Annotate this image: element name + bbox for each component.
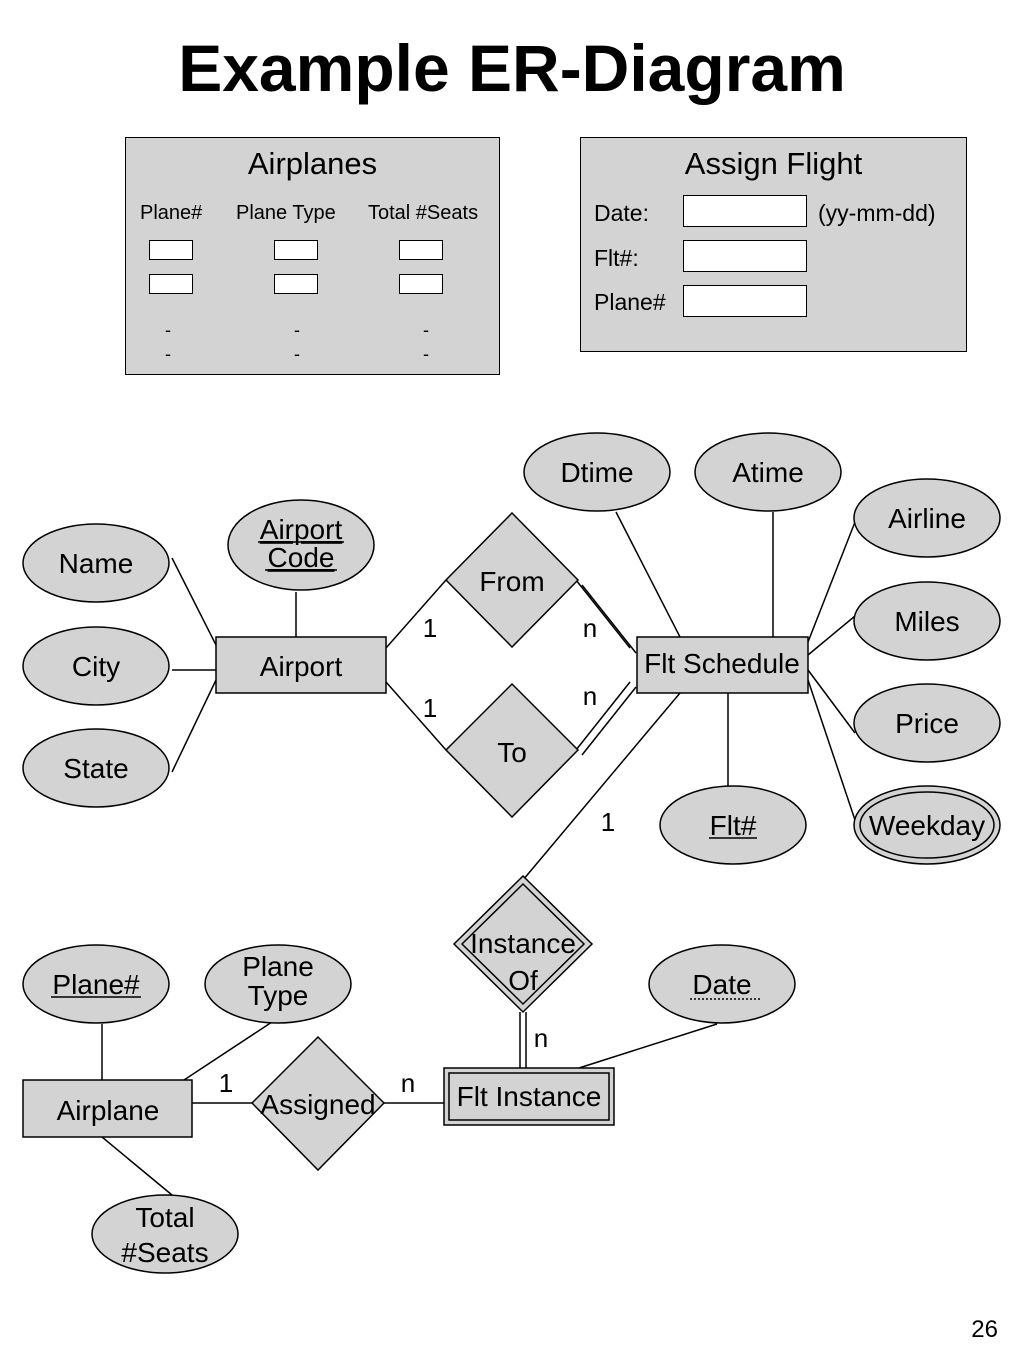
attribute-price: Price [853,683,1001,763]
partial-key-attribute-date: Date [648,944,796,1024]
total-seats-input[interactable] [399,240,443,260]
plane-no-input[interactable] [149,274,193,294]
continuation-dash: - [423,344,429,364]
date-input[interactable] [683,195,807,227]
attribute-date-label: Date [692,969,751,1000]
assign-flight-form: Assign Flight Date: (yy-mm-dd) Flt#: Pla… [580,137,967,352]
relationship-to: To [444,682,580,819]
attribute-airport-code-label-line1: Airport [260,514,343,545]
entity-airplane-label: Airplane [57,1095,160,1126]
attribute-dtime: Dtime [523,432,671,512]
relationship-to-label: To [497,737,527,768]
identifying-relationship-instance-of: Instance Of [452,874,594,1014]
page-number: 26 [971,1316,998,1343]
attribute-plane-type-label-line2: Type [248,980,309,1011]
flt-no-label: Flt#: [594,245,639,271]
plane-type-input[interactable] [274,274,318,294]
entity-airplane: Airplane [22,1079,193,1138]
attribute-atime: Atime [694,432,842,512]
date-format-hint: (yy-mm-dd) [818,200,936,226]
attribute-city-label: City [72,651,120,682]
relationship-assigned-label: Assigned [260,1089,375,1120]
continuation-dash: - [294,344,300,364]
plane-no-label: Plane# [594,289,666,315]
attribute-city: City [22,626,170,706]
attribute-miles-label: Miles [894,606,959,637]
cardinality-airplane-assigned: 1 [219,1068,233,1098]
attribute-price-label: Price [895,708,959,739]
cardinality-to-schedule: n [583,681,597,711]
continuation-dash: - [423,320,429,340]
column-header-plane-type: Plane Type [236,202,336,224]
continuation-dash: - [294,320,300,340]
airplanes-form-title: Airplanes [247,146,378,181]
entity-flt-schedule-label: Flt Schedule [644,648,800,679]
airplanes-form: Airplanes Plane# Plane Type Total #Seats… [125,137,500,375]
attribute-airport-code-label-line2: Code [268,542,335,573]
plane-no-input[interactable] [149,240,193,260]
relationship-from-label: From [479,566,544,597]
relationship-assigned: Assigned [250,1035,386,1172]
attribute-atime-label: Atime [732,457,804,488]
cardinality-schedule-instance: 1 [601,807,615,837]
continuation-dash: - [165,320,171,340]
attribute-dtime-label: Dtime [560,457,633,488]
cardinality-airport-to: 1 [423,693,437,723]
attribute-total-seats-label-line1: Total [135,1202,194,1233]
attribute-plane-type: Plane Type [204,944,352,1024]
relationship-from: From [444,511,580,649]
connector-lines [101,511,856,1196]
entity-flt-schedule: Flt Schedule [636,636,809,694]
attribute-miles: Miles [853,581,1001,661]
key-attribute-plane-no: Plane# [22,944,170,1024]
date-label: Date: [594,200,649,226]
page-title: Example ER-Diagram [178,31,846,105]
entity-airport-label: Airport [260,651,343,682]
attribute-plane-no-label: Plane# [52,969,140,1000]
key-attribute-airport-code: Airport Code [227,499,375,591]
attribute-state: State [22,728,170,808]
cardinality-from-schedule: n [583,613,597,643]
key-attribute-flt-no: Flt# [659,785,807,865]
cardinality-instance-flt: n [534,1023,548,1053]
multivalued-attribute-weekday: Weekday [853,785,1001,865]
plane-type-input[interactable] [274,240,318,260]
relationship-instance-of-label-line1: Instance [470,928,576,959]
assign-flight-form-title: Assign Flight [684,146,863,181]
attribute-flt-no-label: Flt# [710,810,757,841]
cardinality-airport-from: 1 [423,613,437,643]
column-header-plane-no: Plane# [140,202,203,224]
attribute-airline-label: Airline [888,503,966,534]
attribute-name: Name [22,523,170,603]
flt-no-input[interactable] [683,240,807,272]
weak-entity-flt-instance: Flt Instance [443,1067,615,1126]
cardinality-labels: 1 n 1 n 1 n 1 n [219,613,615,1098]
attribute-weekday-label: Weekday [869,810,985,841]
total-seats-input[interactable] [399,274,443,294]
continuation-dash: - [165,344,171,364]
attribute-total-seats-label-line2: #Seats [121,1237,208,1268]
attribute-plane-type-label-line1: Plane [242,951,314,982]
attribute-airline: Airline [853,478,1001,558]
plane-no-input[interactable] [683,285,807,317]
cardinality-assigned-flt: n [401,1068,415,1098]
relationship-instance-of-label-line2: Of [508,965,538,996]
entity-airport: Airport [215,636,387,694]
attribute-name-label: Name [59,548,134,579]
attribute-total-seats: Total #Seats [91,1194,239,1274]
attribute-state-label: State [63,753,128,784]
column-header-total-seats: Total #Seats [368,202,479,224]
entity-flt-instance-label: Flt Instance [457,1081,602,1112]
